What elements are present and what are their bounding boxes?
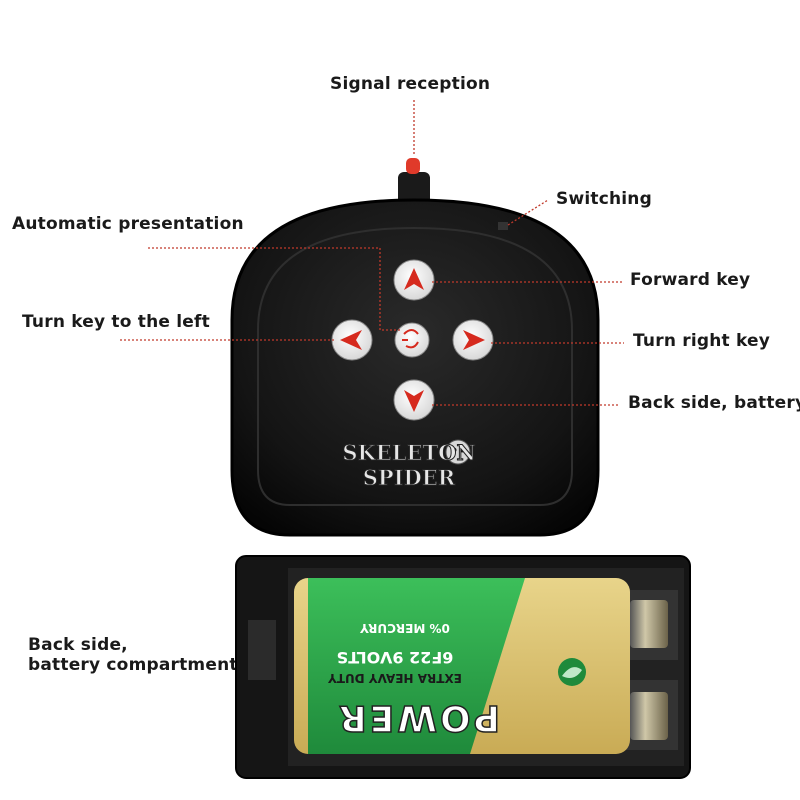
- power-switch[interactable]: [498, 222, 508, 230]
- leaf-icon: [558, 658, 586, 686]
- back-button[interactable]: [393, 379, 435, 421]
- demo-icon: [402, 329, 419, 349]
- battery-compartment: 0% MERCURY 6F22 9VOLTS EXTRA HEAVY DUTY …: [235, 555, 691, 779]
- battery-duty: EXTRA HEAVY DUTY: [328, 671, 462, 685]
- skull-icon: [445, 439, 471, 465]
- remote-body: [230, 198, 600, 537]
- logo-line1: SKELETON: [342, 440, 475, 465]
- auto-demo-button[interactable]: [394, 322, 430, 358]
- arrow-left-icon: [340, 330, 362, 350]
- label-forward-key: Forward key: [630, 270, 751, 290]
- skeleton-spider-logo: SKELETON SPIDER: [342, 439, 476, 491]
- label-back-side-compartment-line1: Back side,: [28, 635, 128, 655]
- label-back-side-compartment-line2: battery compartment: [28, 655, 238, 675]
- left-button[interactable]: [331, 319, 373, 361]
- terminal-top: [630, 600, 668, 648]
- label-back-side-battery: Back side, battery: [628, 393, 800, 413]
- battery-model: 6F22 9VOLTS: [337, 648, 454, 667]
- remote-inner-bevel: [257, 226, 573, 506]
- battery-terminals: [620, 590, 678, 750]
- arrow-right-icon: [463, 330, 485, 350]
- label-back-side-compartment: Back side, battery compartment: [28, 635, 238, 675]
- label-signal-reception: Signal reception: [330, 74, 491, 94]
- label-switching: Switching: [556, 189, 652, 209]
- battery-green-band: [308, 578, 525, 754]
- leader-lines: [120, 100, 624, 406]
- battery-mercury: 0% MERCURY: [360, 621, 450, 635]
- leader-auto: [148, 247, 400, 331]
- terminal-bottom: [630, 692, 668, 740]
- logo-line2: SPIDER: [363, 465, 456, 490]
- arrow-up-icon: [404, 268, 424, 290]
- forward-button[interactable]: [393, 259, 435, 301]
- arrow-down-icon: [404, 390, 424, 412]
- signal-led: [406, 158, 420, 174]
- battery-9v: 0% MERCURY 6F22 9VOLTS EXTRA HEAVY DUTY …: [294, 578, 630, 754]
- battery-brand: POWER: [336, 697, 500, 738]
- label-turn-left: Turn key to the left: [22, 312, 210, 332]
- label-turn-right: Turn right key: [633, 331, 771, 351]
- right-button[interactable]: [452, 319, 494, 361]
- compartment-clip: [248, 620, 276, 680]
- remote-control: SKELETON SPIDER: [230, 198, 600, 537]
- label-automatic-presentation: Automatic presentation: [12, 214, 244, 234]
